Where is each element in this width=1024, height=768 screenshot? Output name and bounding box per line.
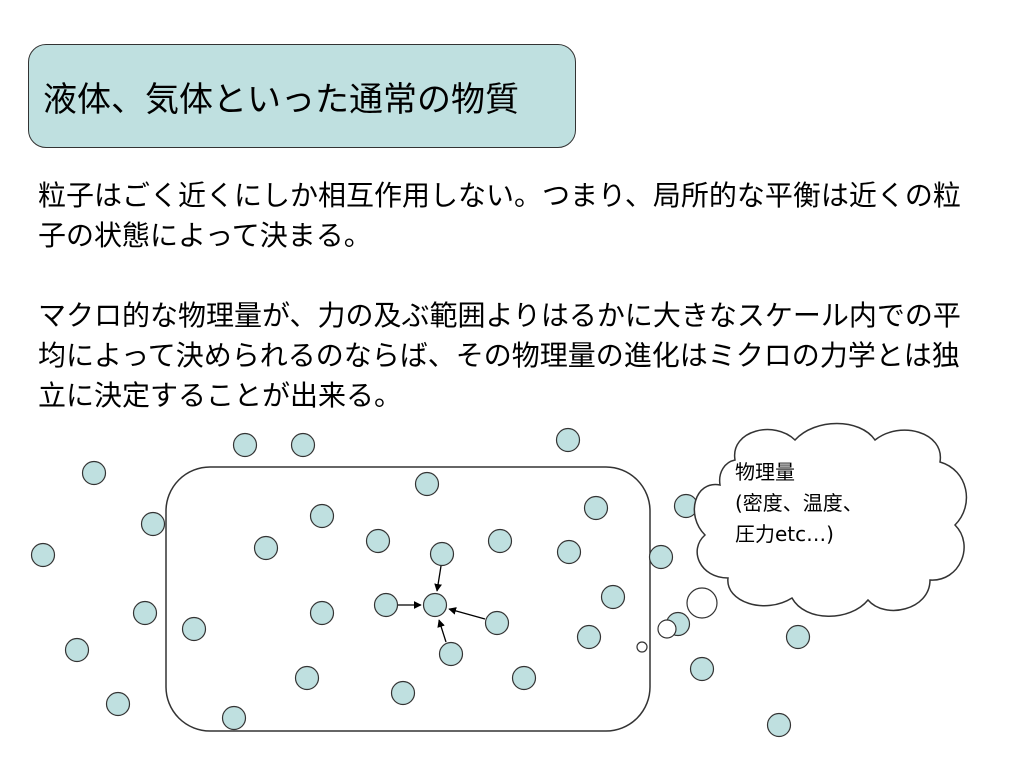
particle (487, 528, 513, 554)
particle (132, 600, 158, 626)
particle (422, 592, 448, 618)
callout-line-3: 圧力etc…) (735, 522, 834, 546)
averaging-region (165, 466, 651, 732)
particle (484, 610, 510, 636)
callout-text: 物理量 (密度、温度、 圧力etc…) (735, 457, 863, 550)
particle (105, 691, 131, 717)
paragraph-macro-scale: マクロ的な物理量が、力の及ぶ範囲よりはるかに大きなスケール内での平均によって決め… (38, 299, 961, 412)
particle (81, 460, 107, 486)
slide-title: 液体、気体といった通常の物質 (43, 79, 519, 120)
particle (583, 495, 609, 521)
particle (648, 544, 674, 570)
interaction-arrows (398, 565, 486, 643)
particle (64, 637, 90, 663)
particle (30, 542, 56, 568)
particle (429, 541, 455, 567)
particles (30, 427, 811, 738)
particle (221, 705, 247, 731)
particle (309, 503, 335, 529)
particle (576, 624, 602, 650)
particle (689, 656, 715, 682)
trail-bubble-small (636, 641, 648, 653)
particle (290, 432, 316, 458)
particle (438, 641, 464, 667)
callout-line-2: (密度、温度、 (735, 491, 863, 515)
particle (785, 624, 811, 650)
particle (232, 432, 258, 458)
particle (511, 665, 537, 691)
callout-line-1: 物理量 (735, 460, 795, 484)
particle (181, 616, 207, 642)
trail-bubble-large (686, 587, 718, 619)
arrow (448, 607, 486, 620)
particle (600, 584, 626, 610)
particle (294, 665, 320, 691)
particle (390, 680, 416, 706)
particle (309, 600, 335, 626)
callout-trail (636, 587, 718, 653)
arrow (437, 619, 447, 643)
particle (365, 528, 391, 554)
particle (373, 592, 399, 618)
particle (766, 712, 792, 738)
title-box: 液体、気体といった通常の物質 (28, 44, 576, 148)
callout-cloud (693, 422, 968, 617)
paragraph-local-interaction: 粒子はごく近くにしか相互作用しない。つまり、局所的な平衡は近くの粒子の状態によっ… (38, 179, 961, 252)
arrow (434, 565, 442, 592)
particle (253, 535, 279, 561)
particle (555, 427, 581, 453)
particle (140, 511, 166, 537)
particle (556, 539, 582, 565)
trail-bubble-medium (657, 619, 677, 639)
particle (414, 471, 440, 497)
